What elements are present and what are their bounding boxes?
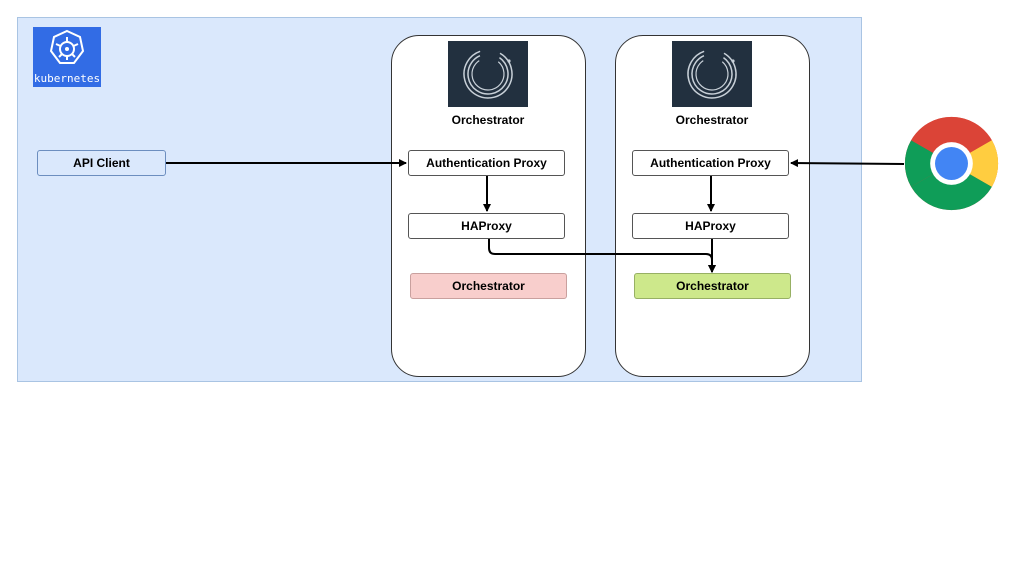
pod-1-haproxy-node: HAProxy [408,213,565,239]
kubernetes-logo: kubernetes [33,27,101,87]
pod-1-auth-proxy-node: Authentication Proxy [408,150,565,176]
pod-1-caption: Orchestrator [451,113,525,127]
pod-2-orchestrator-node: Orchestrator [634,273,791,299]
kubernetes-logo-text: kubernetes [33,72,101,85]
api-client-node: API Client [37,150,166,176]
orchestrator-logo-icon [672,41,752,107]
pod-2-auth-proxy-node: Authentication Proxy [632,150,789,176]
orchestrator-logo-icon [448,41,528,107]
kubernetes-wheel-icon [49,29,85,64]
pod-1-orchestrator-node: Orchestrator [410,273,567,299]
pod-2-haproxy-node: HAProxy [632,213,789,239]
pod-2-caption: Orchestrator [675,113,749,127]
chrome-browser-icon [904,116,999,211]
